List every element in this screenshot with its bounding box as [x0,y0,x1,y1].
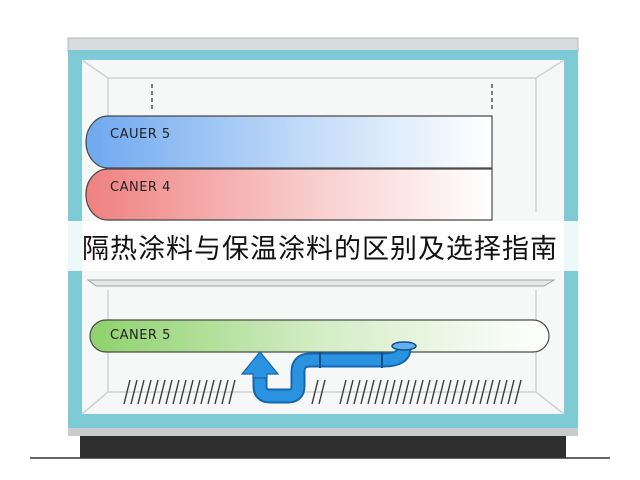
cabinet-plinth [68,428,578,436]
cabinet-top-cap [67,37,579,53]
layer-bar-blue [85,115,493,169]
airflow-pipe [252,341,417,404]
dashed-guides [151,84,493,112]
cabinet-base [80,436,566,458]
floor-grille [123,379,522,405]
layer-label-1: CAUER 5 [110,127,171,142]
caption-title: 隔热涂料与保温涂料的区别及选择指南 [82,233,558,265]
caption-band: 隔热涂料与保温涂料的区别及选择指南 [0,221,640,271]
layer-bar-red [85,168,493,221]
layer-label-3: CANER 5 [110,328,171,343]
middle-shelf [86,279,556,287]
airflow-arrow-icon [240,351,280,379]
layer-bar-green [89,319,550,353]
layer-label-2: CANER 4 [110,180,171,195]
